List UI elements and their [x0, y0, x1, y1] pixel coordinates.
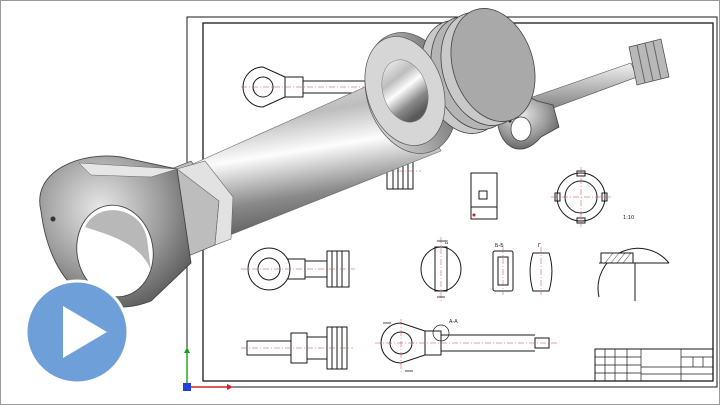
view-rod-long — [375, 319, 557, 373]
view-section-ring-3 — [529, 247, 553, 295]
coordinate-axes-icon — [183, 347, 233, 391]
view-rod-bottom — [241, 326, 353, 370]
section-label-bb: Б-Б — [495, 243, 504, 249]
play-icon — [24, 279, 130, 385]
scale-label: 1:10 — [623, 215, 634, 221]
view-end-round — [551, 167, 611, 227]
view-detail-arc — [597, 247, 670, 301]
section-label-aa: А-А — [449, 319, 458, 325]
view-section-ring-1 — [420, 237, 462, 301]
view-section-ring-2 — [492, 247, 514, 295]
section-label-g: Г — [538, 243, 541, 249]
model-3d-piston-rod — [39, 8, 536, 308]
play-button[interactable] — [23, 278, 131, 386]
section-label-b: Б — [445, 240, 449, 246]
title-block — [594, 348, 714, 382]
view-eye-bottom — [241, 247, 355, 291]
view-section-block — [470, 172, 498, 220]
